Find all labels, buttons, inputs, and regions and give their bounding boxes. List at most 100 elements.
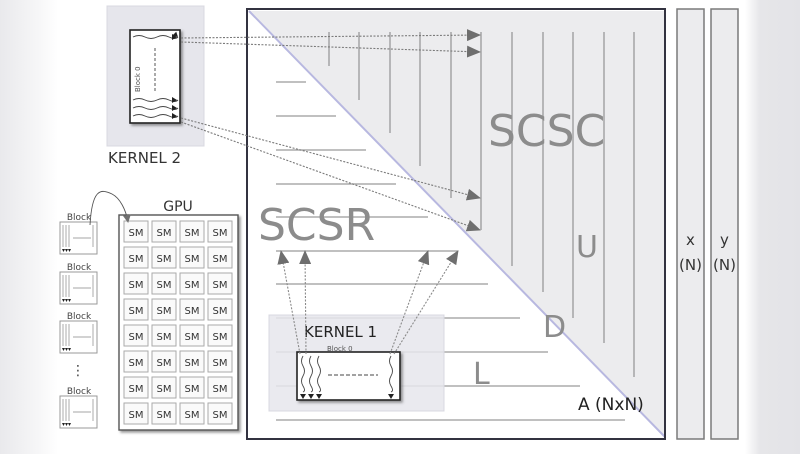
block-item: Block ▾▾▾ [59,312,98,354]
lower-format-label: SCSR [258,200,375,251]
sm-label: SM [185,332,200,343]
sm-unit: SM [123,298,149,321]
sm-label: SM [185,410,200,421]
upper-column-lines [328,32,635,377]
sm-unit: SM [179,246,205,269]
block-label: Block [67,387,92,397]
block-label: Block [67,263,92,273]
upper-format-label: SCSC [488,106,605,157]
block-item: Block ▾▾▾ [59,213,98,255]
sm-label: SM [129,228,144,239]
block-label: Block [67,213,92,223]
vector-y-size: (N) [713,256,736,274]
block-to-gpu-arrow [89,190,131,226]
vector-y-name: y [720,231,729,249]
svg-text:▾▾▾: ▾▾▾ [62,346,71,353]
kernel1-block [296,351,401,401]
sm-unit: SM [123,324,149,347]
sm-label: SM [185,228,200,239]
sm-unit: SM [207,350,233,373]
block-label: Block [67,312,92,322]
kernel2-label: KERNEL 2 [108,149,181,167]
sm-label: SM [185,358,200,369]
sm-unit: SM [179,350,205,373]
sm-unit: SM [207,272,233,295]
sm-label: SM [185,254,200,265]
sm-unit: SM [151,272,177,295]
sm-label: SM [213,384,228,395]
sm-label: SM [157,410,172,421]
sm-label: SM [157,228,172,239]
diagonal-part-label: D [543,310,566,345]
sm-unit: SM [123,220,149,243]
sm-label: SM [129,306,144,317]
sm-unit: SM [179,324,205,347]
vector-x: x (N) [676,8,705,440]
sm-unit: SM [179,402,205,425]
sm-unit: SM [123,402,149,425]
sm-label: SM [157,280,172,291]
sm-label: SM [185,384,200,395]
kernel1-threads [301,355,393,393]
lower-part-label: L [473,357,490,392]
sm-label: SM [129,332,144,343]
kernel2-arrows [180,29,481,232]
sm-unit: SM [179,376,205,399]
block-list: Block▾▾▾Block▾▾▾Block▾▾▾Block▾▾▾ ⋮ [59,190,131,429]
sm-label: SM [129,358,144,369]
sm-unit: SM [151,298,177,321]
blocks-ellipsis: ⋮ [71,363,85,379]
sm-unit: SM [179,220,205,243]
sm-unit: SM [151,350,177,373]
sm-unit: SM [207,298,233,321]
vector-y: y (N) [710,8,739,440]
sm-label: SM [157,332,172,343]
vector-x-name: x [686,231,695,249]
sm-unit: SM [151,220,177,243]
sm-label: SM [213,358,228,369]
sm-unit: SM [179,272,205,295]
sm-label: SM [185,306,200,317]
kernel1-panel: KERNEL 1 Block 0 [268,314,445,412]
sm-unit: SM [151,324,177,347]
matrix-frame [246,8,666,440]
svg-text:▾▾▾: ▾▾▾ [62,247,71,254]
kernel2-panel: Block 0 KERNEL 2 [106,5,205,167]
sm-label: SM [129,410,144,421]
sm-unit: SM [151,246,177,269]
sm-label: SM [213,280,228,291]
kernel2-block [129,29,181,124]
vector-x-size: (N) [679,256,702,274]
sm-label: SM [213,228,228,239]
sm-label: SM [213,254,228,265]
upper-part-label: U [576,230,598,265]
sm-unit: SM [123,272,149,295]
sm-unit: SM [123,350,149,373]
sm-label: SM [157,384,172,395]
sm-label: SM [185,280,200,291]
sm-unit: SM [207,220,233,243]
sm-label: SM [157,358,172,369]
sm-label: SM [213,410,228,421]
sm-unit: SM [207,376,233,399]
sm-unit: SM [207,402,233,425]
gpu-label: GPU [163,199,193,215]
diagonal-line [248,10,666,438]
kernel1-block-label: Block 0 [327,345,353,353]
kernel1-label: KERNEL 1 [304,323,377,341]
svg-text:▾▾▾: ▾▾▾ [62,421,71,428]
sm-label: SM [129,384,144,395]
sm-label: SM [157,306,172,317]
block-item: Block ▾▾▾ [59,387,98,429]
sm-label: SM [129,280,144,291]
block-item: Block▾▾▾ [59,263,98,305]
sm-unit: SM [123,376,149,399]
sm-grid: SM SM SM SM SM SM SM SM SM SM SM SM SM SM SM SM SM SM SM SM… [123,220,233,425]
kernel2-block-label: Block 0 [134,66,142,92]
sm-label: SM [213,306,228,317]
sm-label: SM [157,254,172,265]
sm-unit: SM [151,376,177,399]
sm-unit: SM [207,246,233,269]
